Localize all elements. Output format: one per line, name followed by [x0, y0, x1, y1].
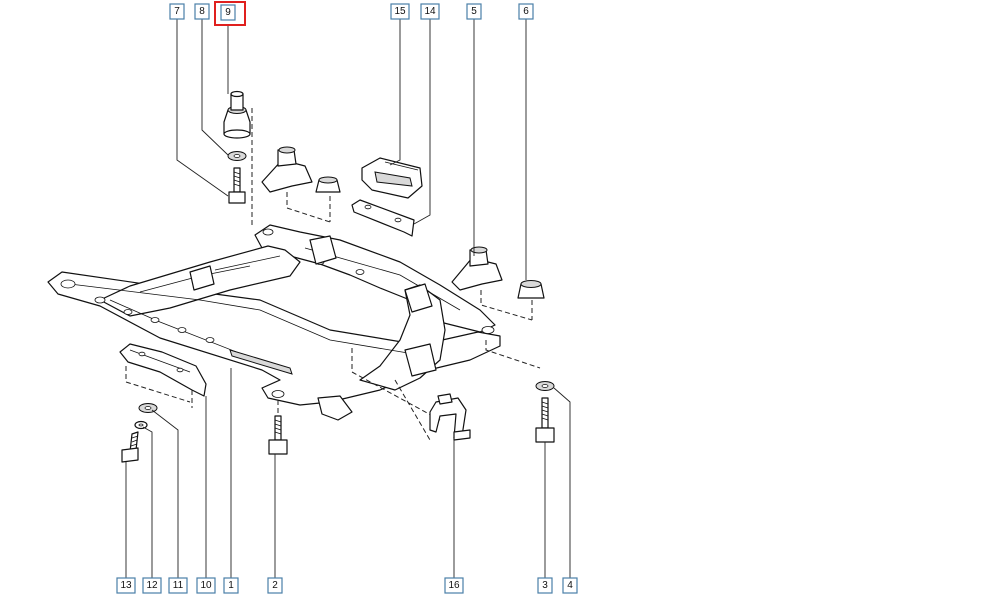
callout-3[interactable]: 3 [537, 577, 553, 594]
callout-14[interactable]: 14 [420, 3, 440, 20]
callout-15[interactable]: 15 [390, 3, 410, 20]
assembly-line-clip [351, 348, 441, 441]
plate-part-10[interactable] [119, 343, 207, 397]
assembly-line-plate [125, 366, 193, 408]
washer-part-4[interactable] [535, 381, 555, 391]
callout-label: 4 [567, 580, 573, 591]
callout-label: 10 [200, 580, 212, 591]
callout-label: 12 [146, 580, 158, 591]
assembly-line-bracket-left [286, 192, 331, 223]
mount-plate-part-14[interactable] [351, 199, 415, 237]
washer-part-11[interactable] [138, 403, 158, 413]
bolt-part-7[interactable] [228, 167, 246, 204]
highlight-box [214, 1, 246, 26]
callout-8[interactable]: 8 [194, 3, 210, 20]
assembly-line-rear-right [485, 340, 541, 369]
callout-13[interactable]: 13 [116, 577, 136, 594]
subframe-crossmember[interactable] [47, 224, 501, 421]
bush-part-9[interactable] [223, 90, 251, 139]
callout-label: 15 [394, 6, 406, 17]
bracket-part-5[interactable] [451, 246, 503, 291]
bolt-part-3[interactable] [535, 397, 555, 443]
callout-label: 7 [174, 6, 180, 17]
callout-label: 8 [199, 6, 205, 17]
callout-label: 16 [448, 580, 460, 591]
nut-part-6[interactable] [517, 280, 545, 299]
callout-6[interactable]: 6 [518, 3, 534, 20]
callout-16[interactable]: 16 [444, 577, 464, 594]
callout-2[interactable]: 2 [267, 577, 283, 594]
engine-mount-part-15[interactable] [361, 157, 423, 199]
callout-12[interactable]: 12 [142, 577, 162, 594]
bolt-part-13[interactable] [121, 431, 139, 463]
callout-label: 2 [272, 580, 278, 591]
callout-11[interactable]: 11 [168, 577, 188, 594]
callout-label: 6 [523, 6, 529, 17]
washer-part-8[interactable] [227, 151, 247, 161]
callout-label: 1 [228, 580, 234, 591]
callout-label: 3 [542, 580, 548, 591]
callout-5[interactable]: 5 [466, 3, 482, 20]
callout-10[interactable]: 10 [196, 577, 216, 594]
callout-7[interactable]: 7 [169, 3, 185, 20]
bolt-part-2[interactable] [268, 415, 288, 455]
callout-label: 14 [424, 6, 436, 17]
callout-9-highlighted[interactable]: 9 [214, 1, 246, 26]
clip-part-16[interactable] [429, 393, 471, 441]
callout-label: 11 [173, 580, 184, 591]
callout-label: 13 [120, 580, 132, 591]
callout-label: 5 [471, 6, 477, 17]
bracket-left[interactable] [261, 146, 313, 193]
leader-lines [125, 19, 571, 578]
callout-label: 9 [225, 7, 231, 18]
assembly-line-bracket-right [480, 290, 533, 321]
callout-1[interactable]: 1 [223, 577, 239, 594]
washer-part-12[interactable] [134, 420, 148, 430]
nut-left[interactable] [315, 176, 341, 193]
callout-4[interactable]: 4 [562, 577, 578, 594]
